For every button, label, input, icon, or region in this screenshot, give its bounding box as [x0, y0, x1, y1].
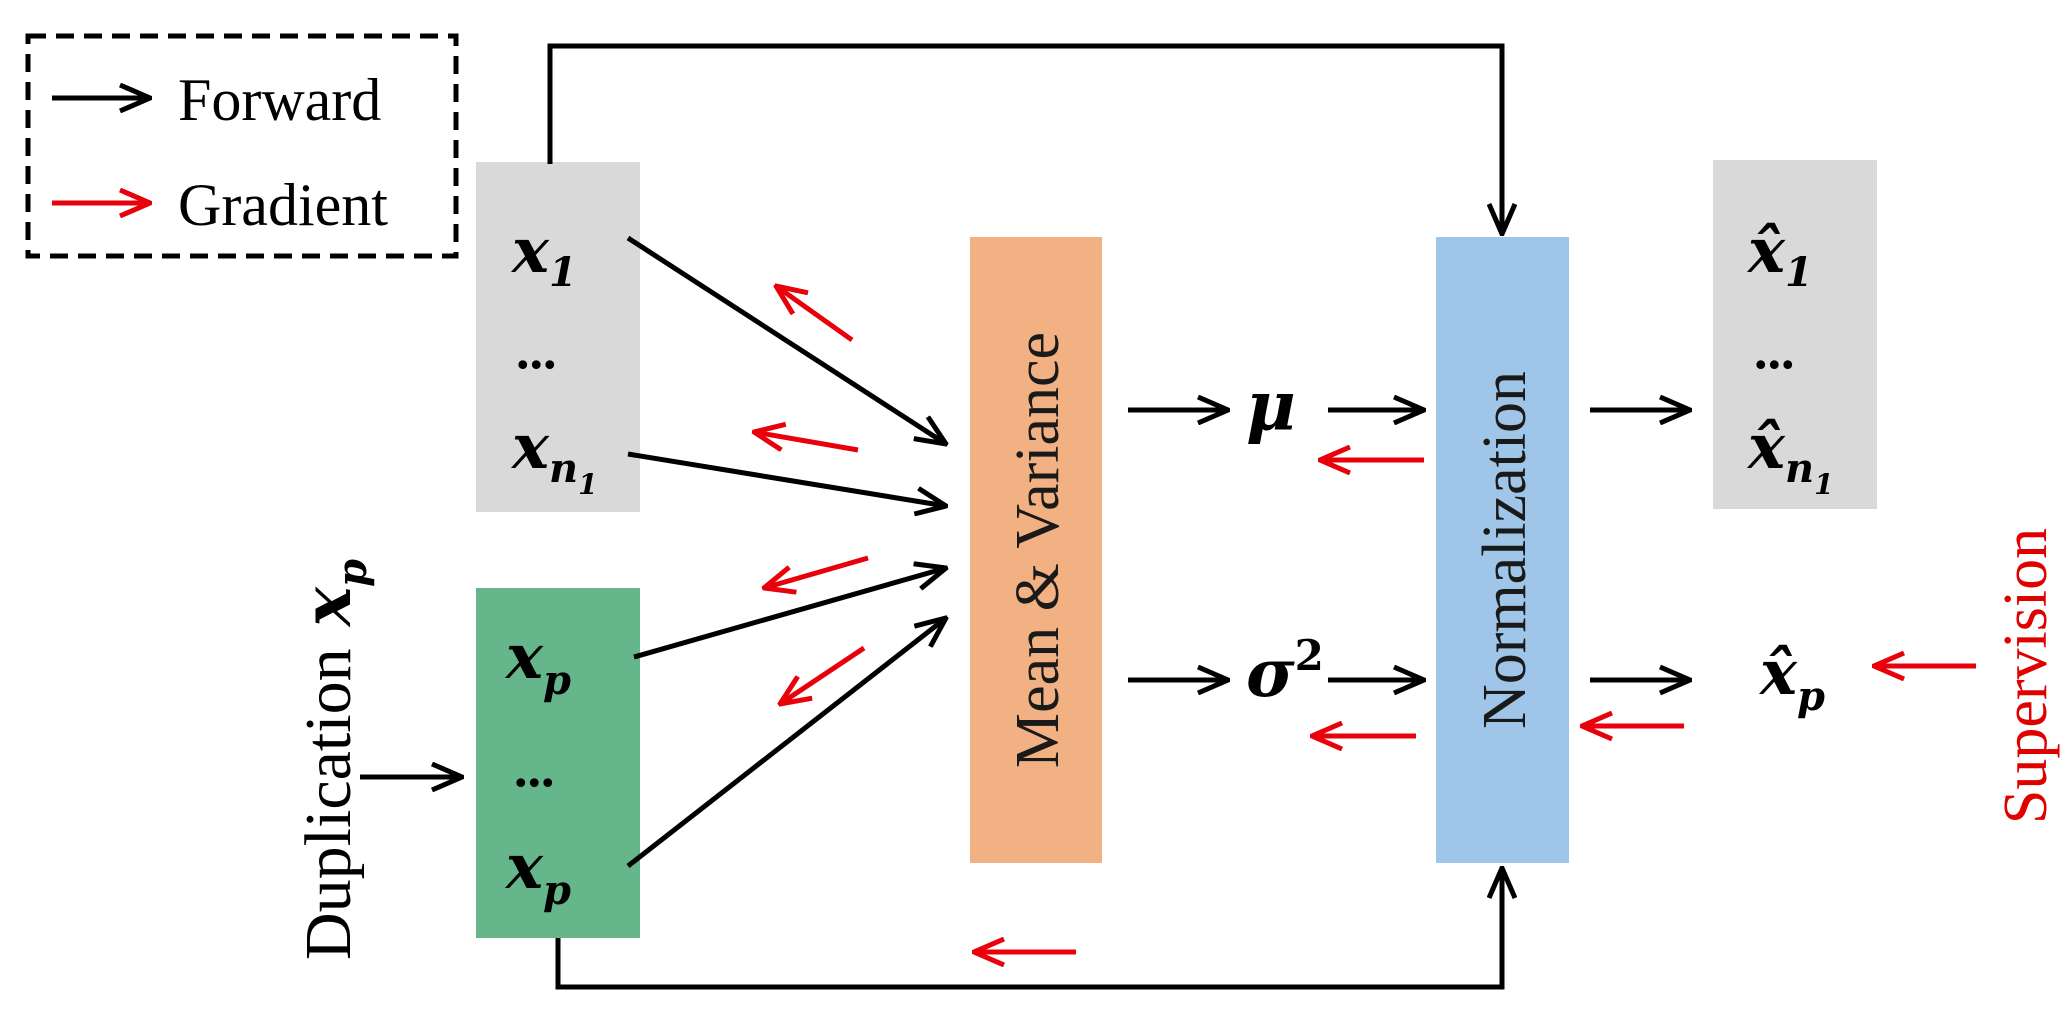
skip-dup-to-norm: [555, 868, 1502, 990]
legend-gradient-label: Gradient: [178, 172, 388, 238]
output-xhat1: x̂1: [1746, 214, 1813, 296]
output-block: [1713, 160, 1877, 509]
output-ellipsis: ...: [1756, 320, 1797, 380]
dup-ellipsis: ...: [516, 738, 557, 798]
output-xhat-n1: x̂n1: [1746, 410, 1834, 501]
input-x1: x1: [510, 214, 577, 296]
dup-xp-first: xp: [504, 620, 571, 704]
duplication-group: Duplicationxp: [288, 559, 462, 960]
mean-variance-block: [970, 237, 1102, 863]
duplicate-block: [476, 588, 640, 938]
output-xhat-p: x̂p: [1758, 636, 1825, 720]
skip-input-to-norm: [547, 43, 1502, 234]
sigma-squared-symbol: σ2: [1246, 631, 1324, 712]
normalization-block: [1436, 237, 1569, 863]
grad-to-x1: [776, 286, 854, 343]
duplication-label: Duplicationxp: [288, 559, 376, 960]
legend: Forward Gradient: [25, 33, 459, 259]
supervision-label: Supervision: [1992, 528, 2060, 824]
legend-forward-label: Forward: [178, 67, 381, 133]
legend-box: [25, 33, 459, 259]
dup-xp-last: xp: [504, 830, 571, 914]
input-ellipsis: ...: [518, 320, 559, 380]
input-xn1: xn1: [510, 410, 598, 501]
normalization-label: Normalization: [1471, 371, 1539, 729]
grad-to-xp1: [764, 555, 869, 588]
fwd-xp1-to-mv: [633, 568, 946, 660]
grad-to-xp2: [780, 645, 866, 704]
input-block: [476, 162, 640, 512]
fwd-x1-to-mv: [626, 235, 946, 444]
fwd-xp2-to-mv: [626, 618, 946, 868]
grad-to-xn1: [754, 432, 859, 453]
fwd-xn1-to-mv: [627, 451, 946, 506]
mean-variance-label: Mean & Variance: [1004, 332, 1072, 768]
mu-symbol: μ: [1246, 367, 1296, 447]
